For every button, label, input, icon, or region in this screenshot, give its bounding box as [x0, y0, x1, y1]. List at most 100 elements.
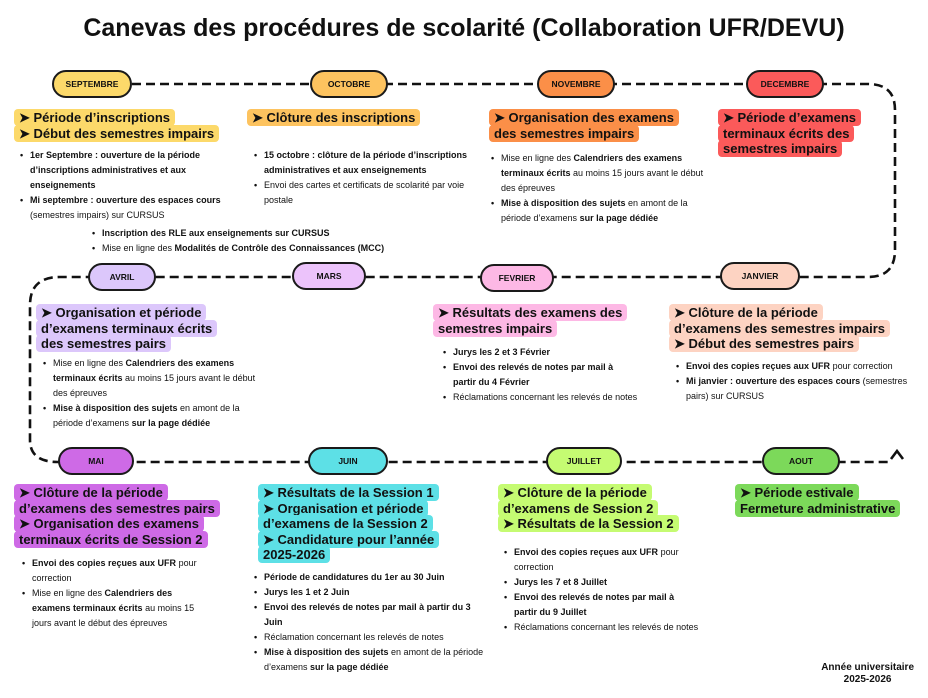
- bold-text: sur la page dédiée: [131, 418, 211, 428]
- text: pour correction: [830, 361, 893, 371]
- text: pour correction: [32, 558, 197, 583]
- text: Mise en ligne des: [102, 243, 175, 253]
- bullet-item: Mise en ligne des Modalités de Contrôle …: [92, 241, 442, 256]
- month-pill-novembre: NOVEMBRE: [537, 70, 615, 98]
- bold-text: Envoi des copies reçues aux UFR: [686, 361, 831, 371]
- bullet-item: Jurys les 7 et 8 Juillet: [504, 575, 699, 590]
- heading-line: 2025-2026: [258, 546, 331, 563]
- bold-text: 15 octobre : clôture de la période d’ins…: [264, 150, 468, 175]
- bullet-item: Mise en ligne des Calendriers des examen…: [22, 586, 212, 631]
- heading-line: terminaux écrits de Session 2: [14, 530, 208, 548]
- bullets-avril: Mise en ligne des Calendriers des examen…: [41, 356, 268, 431]
- bullets-mai: Envoi des copies reçues aux UFR pour cor…: [20, 556, 212, 631]
- bold-text: Modalités de Contrôle des Connaissances …: [174, 243, 385, 253]
- bullet-item: 1er Septembre : ouverture de la période …: [20, 148, 235, 193]
- heading-line: ➤ Résultats de la Session 2: [498, 515, 679, 532]
- bullet-item: 15 octobre : clôture de la période d’ins…: [254, 148, 469, 178]
- heading-line: Fermeture administrative: [735, 499, 901, 517]
- month-pill-fevrier: FEVRIER: [480, 264, 554, 292]
- bullet-item: Mise en ligne des Calendriers des examen…: [43, 356, 268, 401]
- text: Réclamation concernant les relevés de no…: [264, 632, 444, 642]
- bullets-juin: Période de candidatures du 1er au 30 Jui…: [252, 570, 489, 675]
- bullet-item: Jurys les 2 et 3 Février: [443, 345, 638, 360]
- bullets-septembre: 1er Septembre : ouverture de la période …: [18, 148, 235, 223]
- timeline-dashed-path: [28, 82, 897, 464]
- heading-line: d’examens de Session 2: [498, 499, 659, 517]
- bold-text: Mise à disposition des sujets: [53, 403, 178, 413]
- heading-line: ➤ Organisation des examens: [489, 109, 679, 126]
- bold-text: Mise à disposition des sujets: [501, 198, 626, 208]
- month-pill-mars: MARS: [292, 262, 366, 290]
- bold-text: Mi septembre : ouverture des espaces cou…: [30, 195, 221, 205]
- text: en amont de la période d’examens: [501, 198, 688, 223]
- footer-line2: 2025-2026: [843, 674, 892, 685]
- text: au moins 15 jours avant le début des épr…: [53, 373, 256, 398]
- bullet-item: Mise à disposition des sujets en amont d…: [254, 645, 489, 675]
- text: Mise en ligne des: [501, 153, 574, 163]
- text: (semestres impairs) sur CURSUS: [30, 210, 165, 220]
- bullet-item: Envoi des copies reçues aux UFR pour cor…: [22, 556, 212, 586]
- bullet-item: Période de candidatures du 1er au 30 Jui…: [254, 570, 489, 585]
- heading-line: ➤ Période d’inscriptions: [14, 109, 176, 126]
- page-title: Canevas des procédures de scolarité (Col…: [83, 14, 845, 42]
- bold-text: Envoi des relevés de notes par mail à pa…: [453, 362, 614, 387]
- heading-line: semestres impairs: [433, 319, 558, 337]
- heading-line: des semestres pairs: [36, 335, 172, 352]
- heading-line: d’examens de la Session 2: [258, 515, 433, 532]
- month-pill-decembre: DECEMBRE: [746, 70, 824, 98]
- heading-line: ➤ Candidature pour l’année: [258, 530, 440, 548]
- bullet-item: Envoi des copies reçues aux UFR pour cor…: [676, 359, 926, 374]
- bold-text: Calendriers des examens terminaux écrits: [53, 358, 235, 383]
- text: Réclamations concernant les relevés de n…: [514, 622, 699, 632]
- heading-line: terminaux écrits des: [718, 124, 855, 142]
- heading-line: d’examens des semestres impairs: [669, 319, 891, 337]
- heading-line: ➤ Organisation et période: [36, 304, 207, 321]
- heading-octobre: ➤ Clôture des inscriptions: [247, 109, 421, 126]
- academic-year-label: Année universitaire 2025-2026: [821, 662, 914, 686]
- heading-line: ➤ Début des semestres pairs: [669, 335, 859, 352]
- bullet-item: Envoi des relevés de notes par mail à pa…: [443, 360, 638, 390]
- heading-line: ➤ Clôture de la période: [669, 304, 823, 321]
- arrow-up-icon: [889, 448, 905, 460]
- bullet-item: Envoi des relevés de notes par mail à pa…: [504, 590, 699, 620]
- bullet-item: Mi septembre : ouverture des espaces cou…: [20, 193, 235, 223]
- month-pill-juin: JUIN: [308, 447, 388, 475]
- text: (semestres pairs) sur CURSUS: [686, 376, 908, 401]
- footer-line1: Année universitaire: [821, 662, 914, 673]
- heading-line: ➤ Clôture de la période: [498, 484, 652, 501]
- month-pill-avril: AVRIL: [88, 263, 156, 291]
- bullet-item: Réclamation concernant les relevés de no…: [254, 630, 489, 645]
- bullet-item: Envoi des copies reçues aux UFR pour cor…: [504, 545, 699, 575]
- heading-line: des semestres impairs: [489, 124, 640, 142]
- month-pill-juillet: JUILLET: [546, 447, 622, 475]
- bullets-novembre: Mise en ligne des Calendriers des examen…: [489, 151, 716, 226]
- bold-text: sur la page dédiée: [310, 662, 389, 672]
- heading-line: d’examens terminaux écrits: [36, 319, 218, 337]
- heading-line: semestres impairs: [718, 140, 843, 157]
- bold-text: Mise à disposition des sujets: [264, 647, 389, 657]
- bullet-item: Réclamations concernant les relevés de n…: [443, 390, 638, 405]
- bullets-juillet: Envoi des copies reçues aux UFR pour cor…: [502, 545, 699, 635]
- bold-text: Période de candidatures du 1er au 30 Jui…: [264, 572, 445, 582]
- bold-text: Envoi des copies reçues aux UFR: [32, 558, 177, 568]
- bullet-item: Mi janvier : ouverture des espaces cours…: [676, 374, 926, 404]
- month-pill-octobre: OCTOBRE: [310, 70, 388, 98]
- text: Envoi des cartes et certificats de scola…: [264, 180, 465, 205]
- bold-text: Envoi des copies reçues aux UFR: [514, 547, 659, 557]
- bullets-janvier: Envoi des copies reçues aux UFR pour cor…: [674, 359, 926, 404]
- bullet-item: Réclamations concernant les relevés de n…: [504, 620, 699, 635]
- heading-line: ➤ Période estivale: [735, 484, 859, 501]
- bold-text: Envoi des relevés de notes par mail à pa…: [514, 592, 675, 617]
- month-pill-mai: MAI: [58, 447, 134, 475]
- text: en amont de la période d’examens: [264, 647, 484, 672]
- bullets-fevrier: Jurys les 2 et 3 FévrierEnvoi des relevé…: [441, 345, 638, 405]
- text: Mise en ligne des: [32, 588, 105, 598]
- heading-septembre: ➤ Période d’inscriptions➤ Début des seme…: [14, 109, 220, 142]
- bold-text: Jurys les 2 et 3 Février: [453, 347, 551, 357]
- heading-line: ➤ Organisation et période: [258, 499, 429, 517]
